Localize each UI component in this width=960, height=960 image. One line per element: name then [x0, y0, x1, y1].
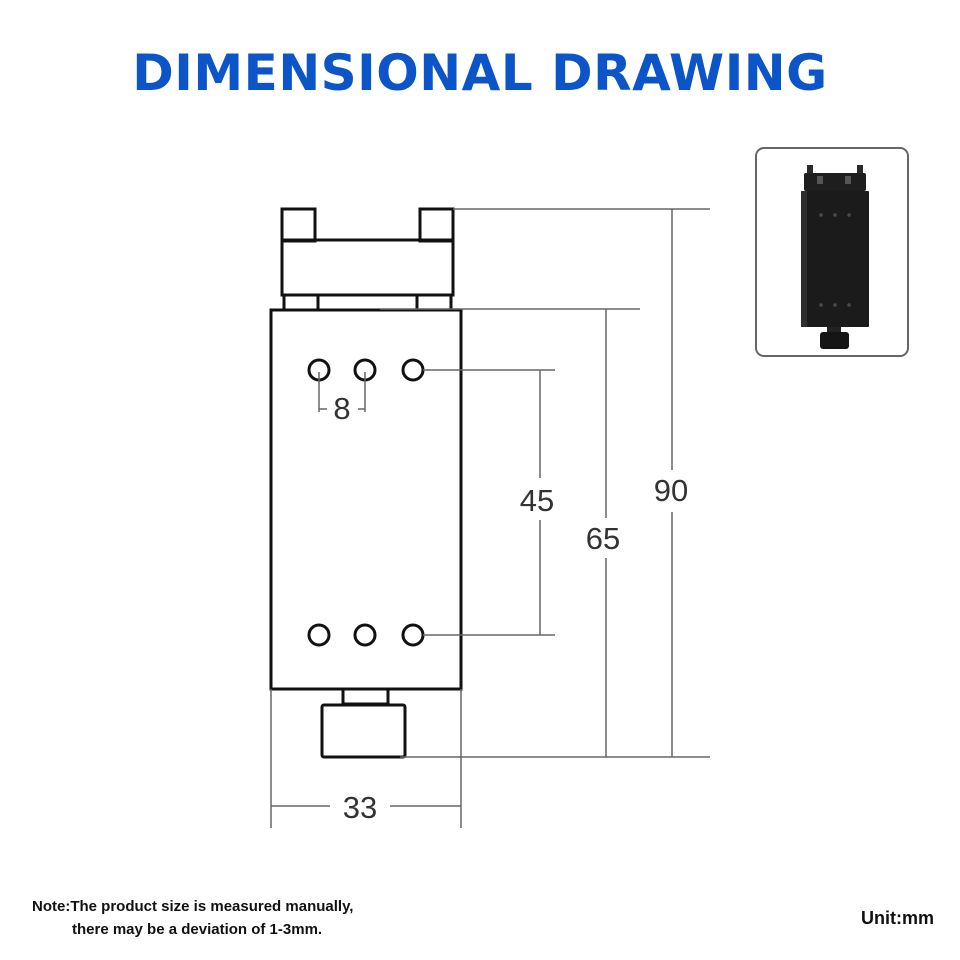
dim-label-width: 33	[343, 790, 377, 825]
dim-label-hole-spacing: 8	[333, 391, 350, 426]
hole-bottom-1	[307, 623, 331, 647]
module-body-outline	[269, 308, 463, 691]
top-bracket	[280, 207, 455, 312]
dim-label-hole-rows: 45	[520, 483, 554, 518]
hole-top-3	[401, 358, 425, 382]
measurement-note: Note:The product size is measured manual…	[32, 895, 353, 941]
hole-bottom-2	[353, 623, 377, 647]
knob-cap	[320, 703, 407, 759]
note-line-2: there may be a deviation of 1-3mm.	[72, 921, 323, 938]
dim-label-body-height: 65	[586, 521, 620, 556]
bracket-bar	[280, 238, 455, 297]
bracket-foot-left	[282, 293, 320, 312]
hole-bottom-3	[401, 623, 425, 647]
dimension-lines	[270, 208, 710, 828]
page-title: DIMENSIONAL DRAWING	[132, 44, 828, 102]
unit-label: Unit:mm	[861, 908, 934, 928]
bottom-knob	[320, 687, 407, 759]
product-photo-inset	[755, 147, 909, 357]
bracket-foot-right	[415, 293, 453, 312]
bracket-post-left	[280, 207, 317, 243]
note-line-1: Note:The product size is measured manual…	[32, 898, 354, 915]
mounting-holes	[307, 358, 425, 647]
dim-label-total-height: 90	[654, 473, 688, 508]
bracket-post-right	[418, 207, 455, 243]
knob-neck	[341, 687, 390, 706]
product-illustration	[801, 165, 869, 349]
